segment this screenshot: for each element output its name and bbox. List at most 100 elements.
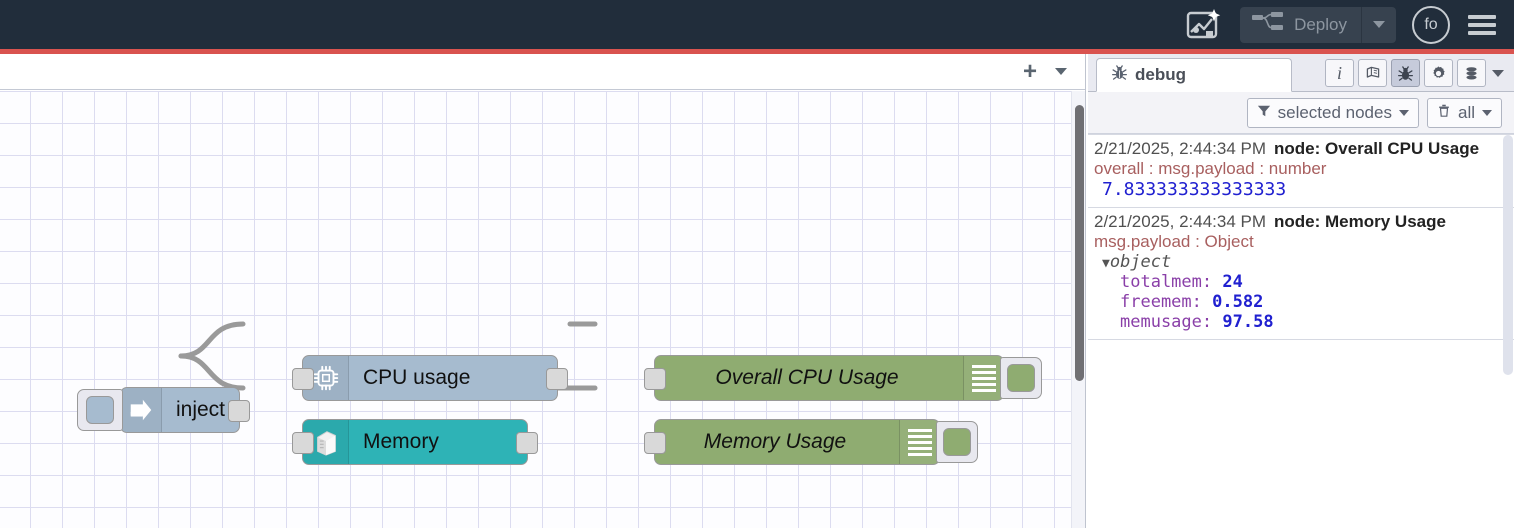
node-inject[interactable]: inject [77, 387, 250, 433]
chevron-down-icon [1373, 21, 1385, 28]
debug-message-list[interactable]: 2/21/2025, 2:44:34 PM node: Overall CPU U… [1088, 134, 1514, 528]
sidebar-tool-buttons: i [1325, 59, 1510, 87]
debug-property-value: 0.582 [1212, 292, 1264, 312]
canvas-vertical-scrollbar[interactable] [1071, 91, 1085, 528]
deploy-label: Deploy [1294, 14, 1347, 34]
debug-lines-icon [963, 356, 1003, 400]
node-cpu-usage-input-port[interactable] [292, 368, 314, 390]
flow-workspace[interactable]: inject CP [0, 91, 1072, 528]
debug-message-topic: overall : msg.payload : number [1094, 159, 1327, 178]
chevron-down-icon [1055, 68, 1067, 75]
trash-icon [1437, 103, 1451, 123]
sidebar-more-button[interactable] [1490, 69, 1510, 77]
wire-inject-to-cpu [178, 321, 246, 359]
hamburger-menu-icon [1468, 22, 1496, 27]
chevron-down-icon [1398, 109, 1409, 116]
node-debug-overall-cpu-usage-toggle-face [1007, 364, 1035, 392]
node-inject-label: inject [175, 398, 225, 421]
context-data-icon[interactable] [1457, 59, 1486, 87]
debug-filter-button[interactable]: selected nodes [1246, 97, 1419, 128]
library-book-icon[interactable] [1358, 59, 1387, 87]
node-debug-memory-usage-toggle-button[interactable] [936, 421, 978, 463]
sidebar-tab-bar: debug i [1088, 54, 1514, 92]
bug-icon [1111, 64, 1128, 86]
debug-bug-icon[interactable] [1391, 59, 1420, 87]
tab-debug-label: debug [1135, 65, 1186, 84]
debug-list-scrollbar-thumb[interactable] [1503, 135, 1513, 375]
flow-canvas-panel: + [0, 54, 1086, 528]
debug-message-value: 7.833333333333333 [1102, 179, 1287, 200]
node-debug-memory-usage-input-port[interactable] [644, 432, 666, 454]
node-debug-memory-usage-toggle-face [943, 428, 971, 456]
debug-message-header: 2/21/2025, 2:44:34 PM node: Memory Usage [1094, 212, 1514, 232]
flow-assistant-icon[interactable] [1180, 5, 1226, 45]
debug-message-source-node[interactable]: node: Overall CPU Usage [1274, 139, 1480, 158]
canvas-scrollbar-thumb[interactable] [1075, 105, 1084, 381]
server-tower-icon [303, 420, 349, 464]
inject-arrow-icon [121, 388, 162, 432]
debug-message-list-empty-area [1088, 340, 1514, 480]
debug-message-timestamp: 2/21/2025, 2:44:34 PM [1094, 139, 1267, 158]
info-icon[interactable]: i [1325, 59, 1354, 87]
node-cpu-usage[interactable]: CPU usage [292, 355, 568, 401]
hamburger-menu-icon [1468, 14, 1496, 19]
node-memory-input-port[interactable] [292, 432, 314, 454]
debug-message-topic: msg.payload : Object [1094, 232, 1254, 251]
app-header: Deploy fo [0, 0, 1514, 49]
node-memory[interactable]: Memory [292, 419, 538, 465]
debug-filter-bar: selected nodes all [1088, 92, 1514, 134]
node-debug-memory-usage[interactable]: Memory Usage [644, 419, 978, 465]
inject-trigger-button[interactable] [77, 389, 123, 431]
debug-property-key: totalmem [1120, 272, 1202, 292]
chevron-down-icon [1482, 109, 1492, 116]
debug-property-value: 97.58 [1222, 312, 1274, 332]
node-cpu-usage-output-port[interactable] [546, 368, 568, 390]
funnel-icon [1257, 103, 1271, 123]
deploy-button-group: Deploy [1240, 6, 1396, 43]
debug-clear-label: all [1457, 102, 1475, 122]
debug-object-property: totalmem: 24 [1120, 272, 1243, 292]
debug-sidebar: debug i [1088, 54, 1514, 528]
unsaved-changes-bar [0, 49, 1514, 54]
triangle-down-icon: ▼ [1102, 256, 1110, 271]
node-debug-overall-cpu-usage-label: Overall CPU Usage [715, 366, 899, 389]
debug-property-key: freemem [1120, 292, 1192, 312]
debug-object-label: object [1109, 252, 1172, 272]
node-debug-overall-cpu-usage[interactable]: Overall CPU Usage [644, 355, 1042, 401]
debug-clear-button[interactable]: all [1426, 97, 1502, 128]
debug-message-timestamp: 2/21/2025, 2:44:34 PM [1094, 212, 1267, 231]
user-avatar[interactable]: fo [1412, 5, 1450, 44]
node-cpu-usage-label: CPU usage [363, 366, 471, 389]
add-flow-button[interactable]: + [1022, 57, 1037, 85]
debug-object-property: freemem: 0.582 [1120, 292, 1264, 312]
deploy-button[interactable]: Deploy [1240, 6, 1362, 43]
debug-lines-icon [899, 420, 939, 464]
flow-list-button[interactable] [1045, 68, 1085, 75]
node-debug-memory-usage-label: Memory Usage [703, 430, 847, 453]
debug-message-source-node[interactable]: node: Memory Usage [1274, 212, 1446, 231]
node-inject-output-port[interactable] [228, 400, 250, 422]
config-gear-icon[interactable] [1424, 59, 1453, 87]
debug-filter-label: selected nodes [1277, 102, 1392, 122]
inject-trigger-button-face [86, 396, 114, 424]
chevron-down-icon [1492, 69, 1504, 77]
debug-object-property: memusage: 97.58 [1120, 312, 1274, 332]
node-debug-overall-cpu-usage-input-port[interactable] [644, 368, 666, 390]
debug-property-key: memusage [1120, 312, 1202, 332]
debug-message[interactable]: 2/21/2025, 2:44:34 PM node: Overall CPU U… [1088, 135, 1514, 208]
deploy-options-button[interactable] [1362, 7, 1396, 43]
debug-object-expander[interactable]: ▼object [1094, 252, 1514, 272]
debug-property-value: 24 [1222, 272, 1243, 292]
wire-inject-to-memory [178, 353, 246, 391]
node-debug-overall-cpu-usage-toggle-button[interactable] [1000, 357, 1042, 399]
main-menu-button[interactable] [1468, 11, 1496, 39]
flow-tab-bar: + [0, 54, 1085, 90]
tab-debug[interactable]: debug [1096, 58, 1292, 92]
deploy-node-icon [1252, 11, 1284, 38]
hamburger-menu-icon [1468, 30, 1496, 35]
node-memory-output-port[interactable] [516, 432, 538, 454]
node-memory-label: Memory [363, 430, 439, 453]
debug-message-header: 2/21/2025, 2:44:34 PM node: Overall CPU U… [1094, 139, 1514, 159]
